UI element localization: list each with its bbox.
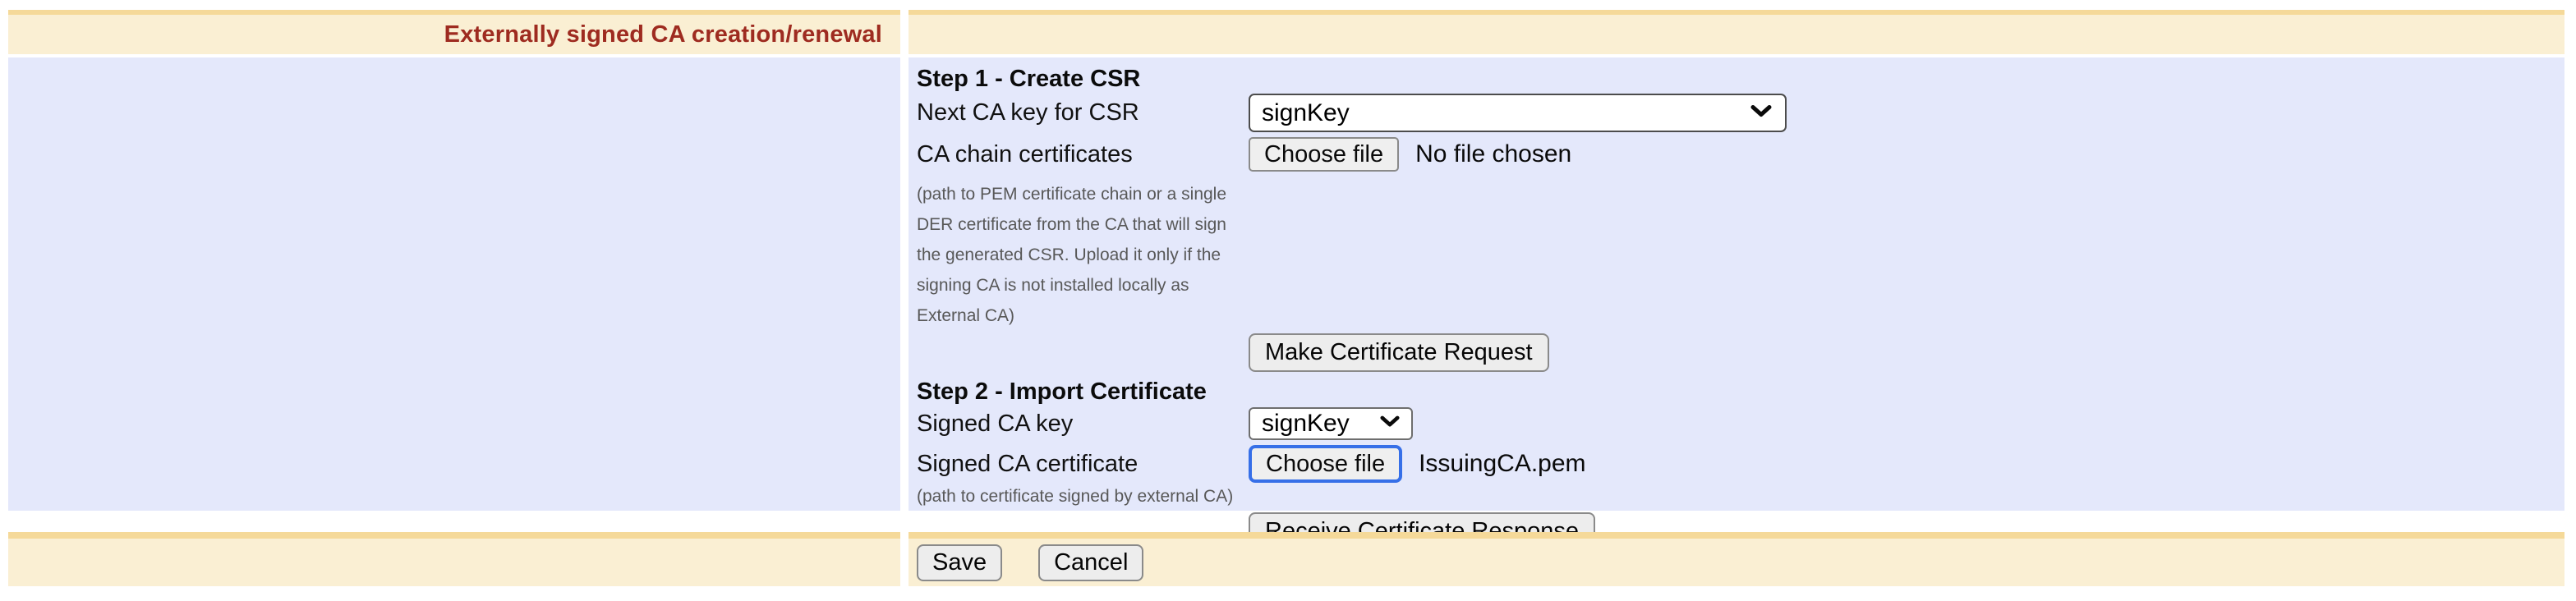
body-form-cell: Step 1 - Create CSR Next CA key for CSR … [908,57,2564,551]
ca-chain-file-status: No file chosen [1415,140,1572,167]
step2-heading: Step 2 - Import Certificate [917,378,1207,405]
signed-ca-cert-row: Signed CA certificate Choose file Issuin… [917,445,2564,483]
signed-ca-key-label: Signed CA key [917,410,1074,437]
signed-ca-cert-hint: (path to certificate signed by external … [917,487,1234,506]
header-row: Externally signed CA creation/renewal [8,10,2564,54]
body-left-cell [8,57,900,511]
header-empty-cell [908,10,2564,54]
cancel-button[interactable]: Cancel [1038,544,1144,581]
next-ca-key-select[interactable]: signKey [1249,94,1787,132]
signed-ca-cert-label: Signed CA certificate [917,450,1138,477]
footer-buttons-cell: Save Cancel [908,532,2564,586]
ca-chain-hint: (path to PEM certificate chain or a sing… [917,185,1227,325]
signed-ca-key-row: Signed CA key signKey [917,407,2564,440]
page-title: Externally signed CA creation/renewal [444,21,882,48]
step1-heading: Step 1 - Create CSR [917,66,1141,92]
make-certificate-request-button[interactable]: Make Certificate Request [1249,333,1549,372]
signed-ca-cert-choose-file-button[interactable]: Choose file [1249,445,1403,483]
next-ca-key-label: Next CA key for CSR [917,99,1139,126]
chevron-down-icon [1380,415,1400,432]
ca-chain-choose-file-button[interactable]: Choose file [1249,137,1400,172]
body-row: Step 1 - Create CSR Next CA key for CSR … [8,57,2564,551]
save-button[interactable]: Save [917,544,1003,581]
ca-chain-label: CA chain certificates [917,140,1133,167]
make-request-row: Make Certificate Request [917,333,2564,372]
signed-ca-cert-file-status: IssuingCA.pem [1419,450,1586,477]
ca-chain-row: CA chain certificates Choose file No fil… [917,137,2564,172]
signed-ca-key-selected-value: signKey [1262,410,1350,437]
footer-row: Save Cancel [8,532,2564,586]
next-ca-key-selected-value: signKey [1262,99,1350,126]
chevron-down-icon [1750,104,1772,122]
signed-ca-key-select[interactable]: signKey [1249,407,1413,440]
header-title-cell: Externally signed CA creation/renewal [8,10,900,54]
footer-left-cell [8,532,900,586]
next-ca-key-row: Next CA key for CSR signKey [917,93,2564,132]
ca-renewal-table: Externally signed CA creation/renewal St… [8,10,2564,586]
